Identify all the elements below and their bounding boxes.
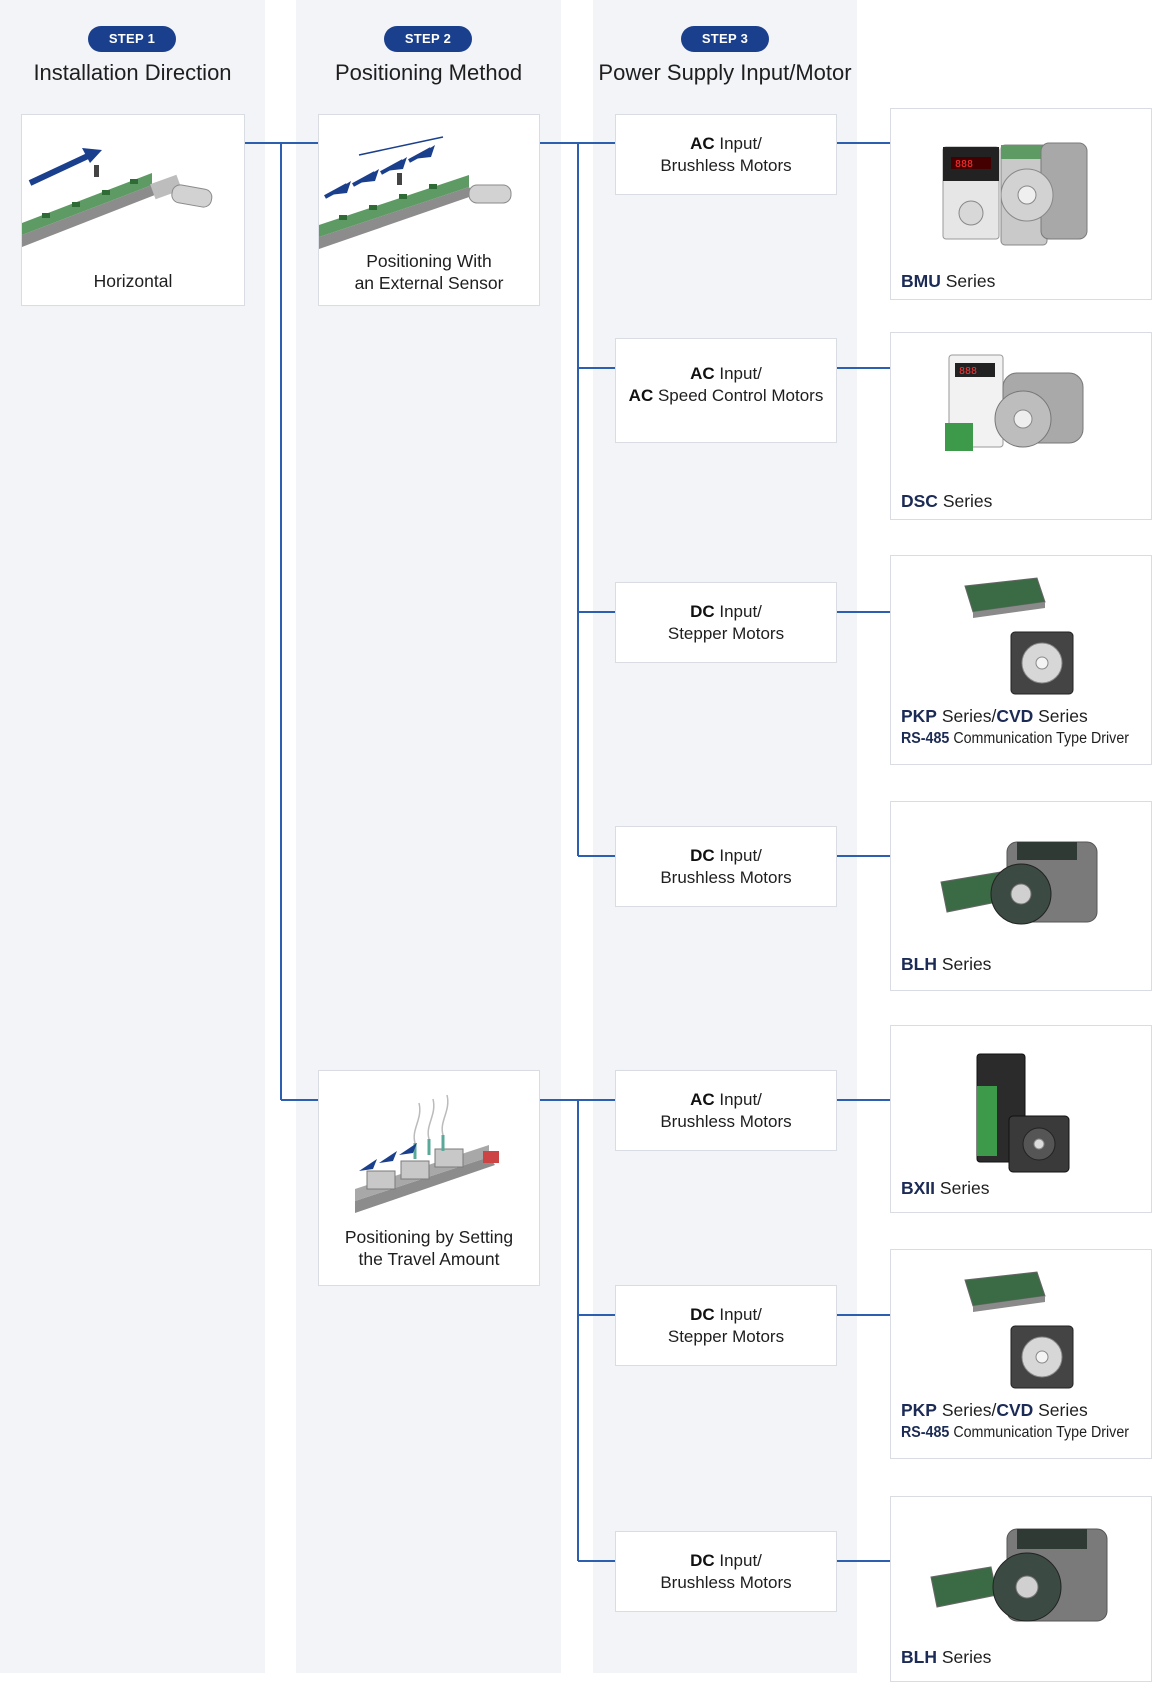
method1-label-line2: an External Sensor (354, 273, 504, 293)
product3-title: PKP Series/CVD Series (901, 706, 1088, 726)
bmu-product-image: 888 (942, 142, 1088, 246)
installation-card-horizontal[interactable]: Horizontal (21, 114, 245, 306)
method1-label-line1: Positioning With (366, 251, 492, 271)
step2-badge: STEP 2 (384, 26, 472, 52)
product5-title: BXII Series (901, 1178, 990, 1198)
product-card-bmu[interactable]: 888 BMU Series (890, 108, 1152, 300)
product6-subtitle: RS-485 Communication Type Driver (901, 1424, 1130, 1441)
choice-card-dc-stepper-2[interactable]: DC Input/ Stepper Motors (615, 1285, 837, 1366)
product1-title: BMU Series (901, 271, 996, 291)
choice6-text: DC Input/ Stepper Motors (667, 1305, 785, 1346)
step3-badge: STEP 3 (681, 26, 769, 52)
pkp-cvd-product-image (964, 577, 1074, 695)
step1-title: Installation Direction (33, 60, 232, 85)
external-sensor-illustration (319, 136, 512, 249)
choice-card-ac-speed-control[interactable]: AC Input/ AC Speed Control Motors (615, 338, 837, 443)
choice4-text: DC Input/ Brushless Motors (660, 846, 792, 887)
blh-product-image-2 (930, 1528, 1108, 1622)
choice-card-dc-brushless-2[interactable]: DC Input/ Brushless Motors (615, 1531, 837, 1612)
horizontal-conveyor-illustration (22, 148, 213, 247)
product-card-bxii[interactable]: BXII Series (890, 1025, 1152, 1213)
step3-title: Power Supply Input/Motor (598, 60, 852, 85)
method2-label-line2: the Travel Amount (358, 1249, 500, 1269)
product-card-dsc[interactable]: 888 DSC Series (890, 332, 1152, 520)
dsc-product-image: 888 (945, 354, 1084, 451)
pkp-cvd-product-image-2 (964, 1271, 1074, 1389)
product-card-pkp-cvd[interactable]: PKP Series/CVD Series RS-485 Communicati… (890, 555, 1152, 765)
method-card-travel-amount[interactable]: Positioning by Setting the Travel Amount (318, 1070, 540, 1286)
product-card-blh-2[interactable]: BLH Series (890, 1496, 1152, 1682)
product4-title: BLH Series (901, 954, 992, 974)
choice1-text: AC Input/ Brushless Motors (660, 134, 792, 175)
choice2-text: AC Input/ AC Speed Control Motors (628, 364, 824, 405)
choice5-text: AC Input/ Brushless Motors (660, 1090, 792, 1131)
bxii-product-image (976, 1053, 1070, 1173)
blh-product-image (940, 841, 1098, 925)
product3-subtitle: RS-485 Communication Type Driver (901, 730, 1130, 747)
product2-title: DSC Series (901, 491, 993, 511)
step2-title: Positioning Method (334, 60, 523, 85)
product7-title: BLH Series (901, 1647, 992, 1667)
product-card-blh[interactable]: BLH Series (890, 801, 1152, 991)
method2-label-line1: Positioning by Setting (344, 1227, 514, 1247)
choice3-text: DC Input/ Stepper Motors (667, 602, 785, 643)
choice-card-ac-brushless-2[interactable]: AC Input/ Brushless Motors (615, 1070, 837, 1151)
svg-text:888: 888 (959, 366, 977, 377)
product6-title: PKP Series/CVD Series (901, 1400, 1088, 1420)
product-card-pkp-cvd-2[interactable]: PKP Series/CVD Series RS-485 Communicati… (890, 1249, 1152, 1459)
choice-card-ac-brushless[interactable]: AC Input/ Brushless Motors (615, 114, 837, 195)
choice-card-dc-stepper[interactable]: DC Input/ Stepper Motors (615, 582, 837, 663)
svg-text:888: 888 (955, 159, 973, 170)
method-card-external-sensor[interactable]: Positioning With an External Sensor (318, 114, 540, 306)
travel-amount-illustration (355, 1094, 499, 1213)
choice-card-dc-brushless[interactable]: DC Input/ Brushless Motors (615, 826, 837, 907)
step1-badge: STEP 1 (88, 26, 176, 52)
installation-label: Horizontal (93, 271, 173, 291)
choice7-text: DC Input/ Brushless Motors (660, 1551, 792, 1592)
